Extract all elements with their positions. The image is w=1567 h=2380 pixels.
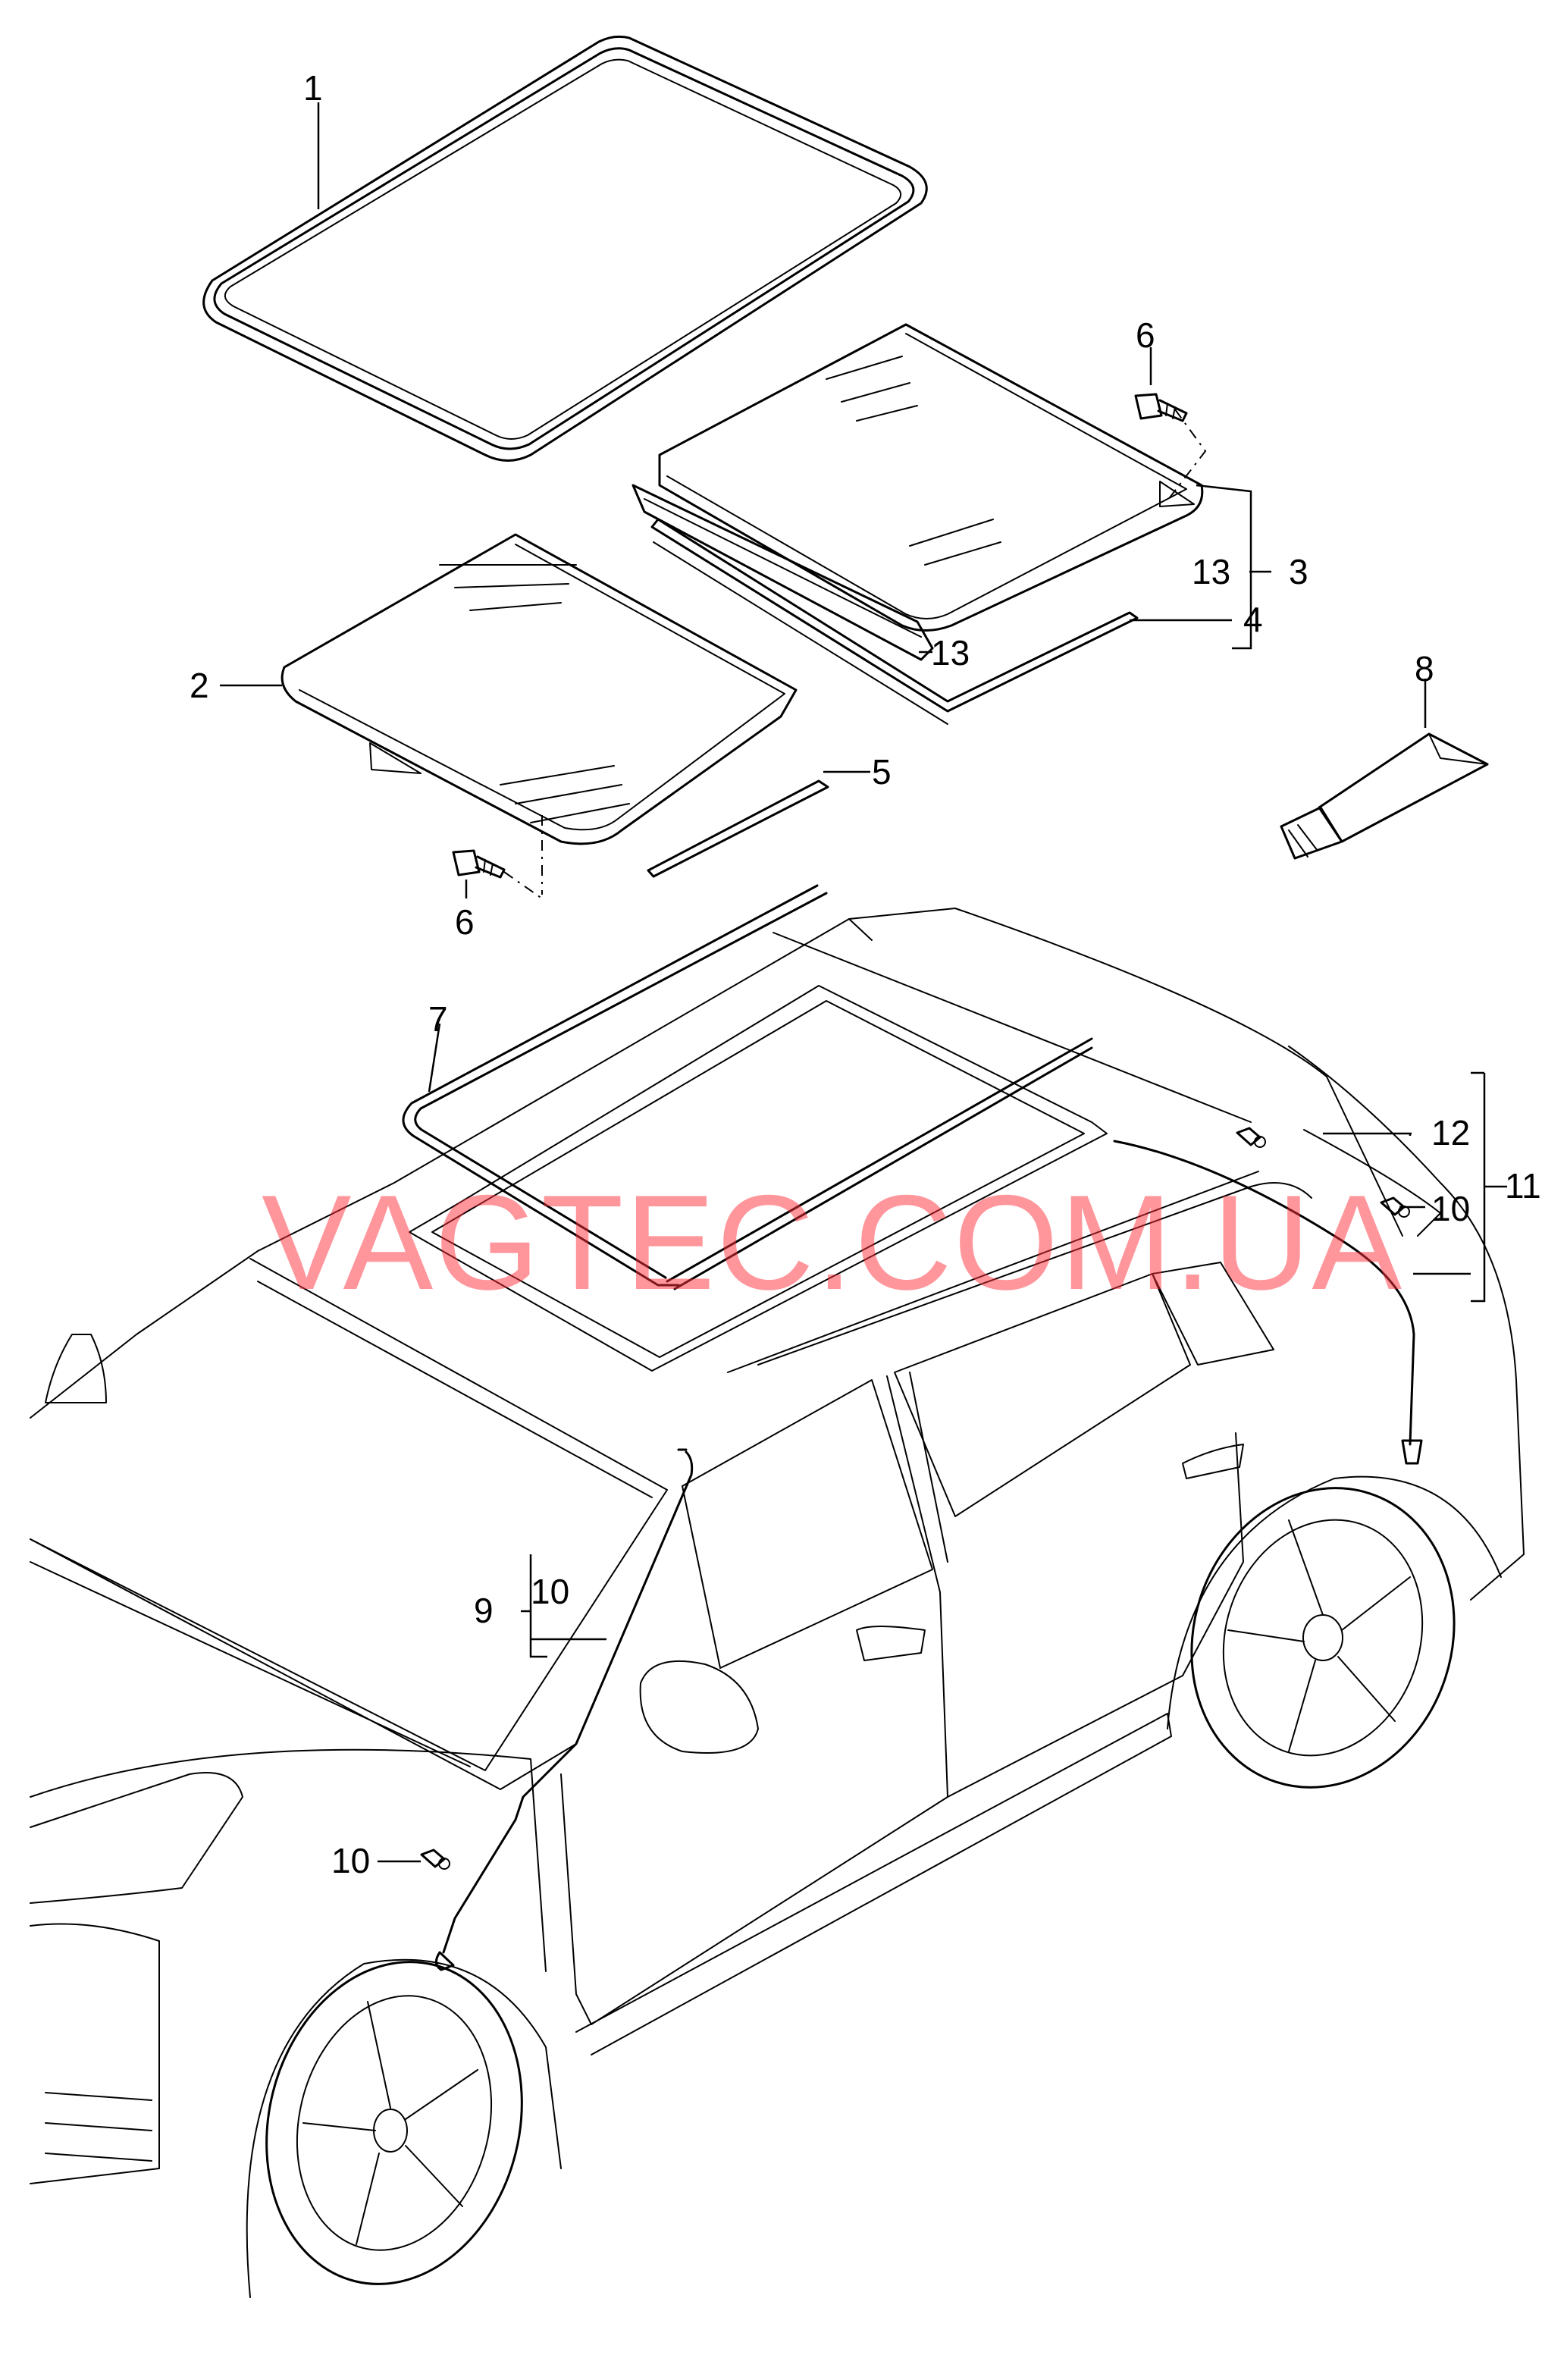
label-11: 11 (1505, 1166, 1541, 1206)
label-12: 12 (1431, 1113, 1470, 1152)
leader-lines (220, 102, 1507, 1863)
label-10-clip-rear: 10 (1431, 1189, 1470, 1228)
label-13-strip: 13 (931, 633, 970, 673)
part-13-seal-strip (632, 484, 934, 661)
label-7: 7 (428, 999, 448, 1039)
label-10-hose-front: 10 (531, 1572, 569, 1611)
part-9-front-drain-hose (435, 1448, 694, 1971)
part-4-lower-frame (650, 518, 1139, 725)
bolt-icon (1134, 393, 1188, 422)
watermark: VAGTEC.COM.UA (262, 1167, 1403, 1318)
part-1-frame-seal (202, 35, 928, 462)
label-4: 4 (1243, 600, 1263, 639)
car-body (30, 908, 1525, 2298)
part-11-rear-drain-hose (1113, 1140, 1423, 1465)
label-9: 9 (474, 1591, 494, 1630)
label-6-bottom: 6 (455, 902, 475, 942)
rear-wheel (1190, 1487, 1456, 1789)
label-6-top: 6 (1136, 315, 1155, 355)
clip-icon (420, 1848, 450, 1870)
part-3-rear-glass-panel (658, 323, 1207, 632)
label-5: 5 (872, 752, 892, 792)
label-2: 2 (190, 666, 209, 705)
part-2-front-glass-panel (280, 533, 798, 895)
label-8: 8 (1415, 649, 1434, 688)
label-13-group: 13 (1192, 552, 1230, 591)
label-10-clip-front: 10 (331, 1841, 370, 1880)
clip-icon (1236, 1127, 1266, 1148)
adhesive-tube-icon (1280, 732, 1489, 860)
label-1: 1 (303, 68, 323, 108)
part-5-strip (647, 779, 829, 878)
bolt-icon (452, 849, 543, 899)
front-wheel (265, 1961, 523, 2285)
label-3: 3 (1289, 552, 1308, 591)
